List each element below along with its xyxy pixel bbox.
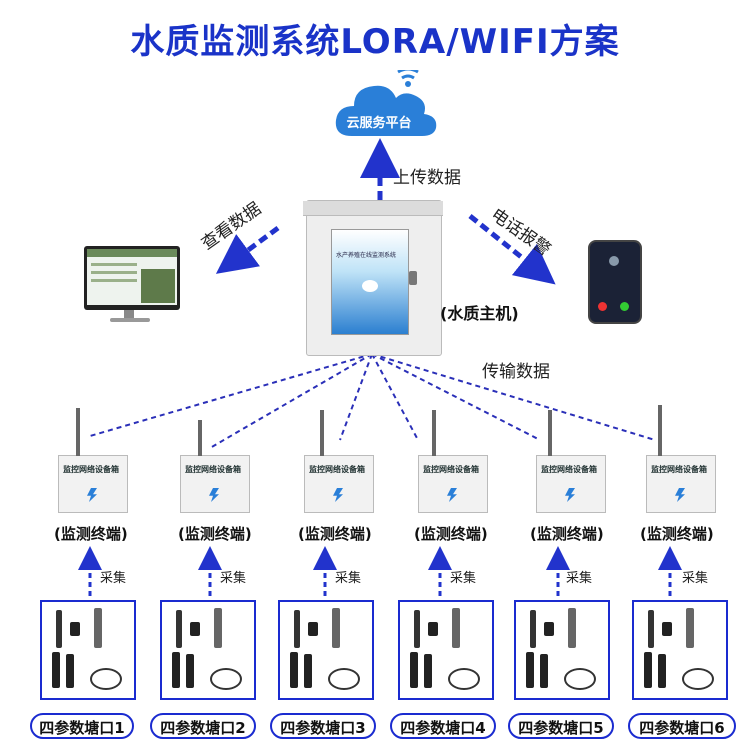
terminal-box: 监控网络设备箱 [646,455,716,513]
collect-label-5: 采集 [566,571,593,586]
transmit-lines [89,353,656,449]
pond-label-6: 四参数塘口6 [628,713,736,739]
antenna-icon [548,410,552,456]
terminal-box: 监控网络设备箱 [418,455,488,513]
lightning-icon [87,488,97,502]
sensor-panel [632,600,728,700]
terminal-box-title: 监控网络设备箱 [541,465,597,474]
lightning-icon [333,488,343,502]
terminal-box: 监控网络设备箱 [58,455,128,513]
terminal-box-title: 监控网络设备箱 [185,465,241,474]
terminal-box-title: 监控网络设备箱 [63,465,119,474]
host-screen: 水产养殖在线监测系统 [331,229,409,335]
terminal-label-4: (监测终端) [414,525,488,543]
pond-label-2: 四参数塘口2 [150,713,256,739]
upload-label: 上传数据 [393,168,461,188]
sensor-panel [160,600,256,700]
sensor-panel [398,600,494,700]
antenna-icon [198,420,202,456]
host-screen-title: 水产养殖在线监测系统 [336,252,397,259]
view-data-arrow [215,225,280,274]
terminal-box: 监控网络设备箱 [536,455,606,513]
antenna-icon [76,408,80,456]
monitor-base [110,318,150,322]
host-roof [303,201,443,216]
terminal-box: 监控网络设备箱 [180,455,250,513]
terminal-box: 监控网络设备箱 [304,455,374,513]
sensor-panel [278,600,374,700]
antenna-icon [320,410,324,456]
sensor-panel [514,600,610,700]
terminal-label-5: (监测终端) [530,525,604,543]
lightning-icon [675,488,685,502]
collect-label-3: 采集 [335,571,362,586]
collect-label-1: 采集 [100,571,127,586]
pond-label-1: 四参数塘口1 [30,713,134,739]
cloud-label: 云服务平台 [346,116,412,131]
pond-label-4: 四参数塘口4 [390,713,496,739]
host-logo [362,280,378,292]
transmit-label: 传输数据 [482,362,550,382]
monitor-icon [84,246,180,310]
terminal-box-title: 监控网络设备箱 [651,465,707,474]
cloud-icon [335,70,437,136]
terminal-box-title: 监控网络设备箱 [309,465,365,474]
collect-label-4: 采集 [450,571,477,586]
collect-arrows [78,546,682,596]
terminal-label-6: (监测终端) [640,525,714,543]
terminal-box-title: 监控网络设备箱 [423,465,479,474]
page-title: 水质监测系统LORA/WIFI方案 [130,22,620,62]
collect-label-2: 采集 [220,571,247,586]
terminal-label-2: (监测终端) [178,525,252,543]
lightning-icon [209,488,219,502]
sensor-panel [40,600,136,700]
antenna-icon [658,405,662,456]
terminal-label-3: (监测终端) [298,525,372,543]
lock-icon [409,271,417,285]
host-label: (水质主机) [440,304,519,323]
phone-icon [588,240,642,324]
water-quality-host: 水产养殖在线监测系统 [303,200,443,356]
pond-label-5: 四参数塘口5 [508,713,614,739]
lightning-icon [565,488,575,502]
monitor-stand [124,310,134,318]
collect-label-6: 采集 [682,571,709,586]
lightning-icon [447,488,457,502]
pond-label-3: 四参数塘口3 [270,713,376,739]
terminal-label-1: (监测终端) [54,525,128,543]
alarm-arrow [468,214,556,285]
antenna-icon [432,410,436,456]
